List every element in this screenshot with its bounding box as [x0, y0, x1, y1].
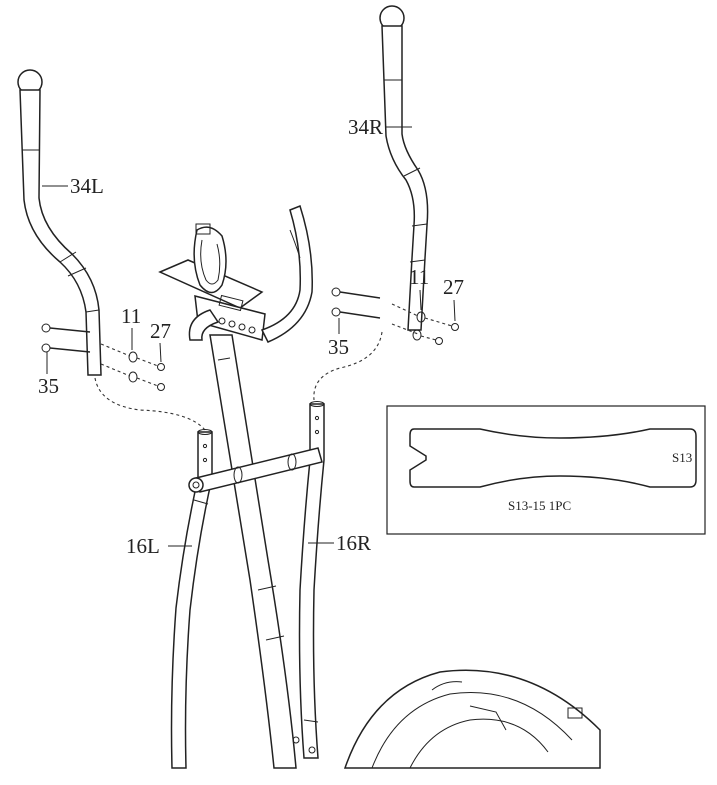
base-housing [343, 669, 601, 769]
callout-34L: 34L [70, 174, 104, 198]
wrench-caption: S13-15 1PC [508, 498, 571, 513]
right-assembly-path [313, 331, 383, 401]
callout-35-left: 35 [38, 374, 59, 398]
right-handlebar-34R [379, 5, 429, 331]
left-hardware [41, 323, 165, 391]
callout-11-right: 11 [409, 265, 429, 289]
right-hardware [331, 287, 459, 345]
callout-27-right: 27 [443, 275, 464, 299]
callout-11-left: 11 [121, 304, 141, 328]
callout-35-right: 35 [328, 335, 349, 359]
left-assembly-path [94, 377, 206, 431]
wrench-inset: S13 S13-15 1PC [386, 405, 706, 535]
left-leg-16L [170, 429, 213, 769]
wrench-icon [409, 428, 697, 488]
callout-16R: 16R [336, 531, 371, 555]
console-mast [158, 205, 313, 769]
left-handlebar-34L [17, 69, 102, 376]
right-leg-16R [292, 401, 325, 759]
callout-34R: 34R [348, 115, 383, 139]
cross-bar [188, 447, 323, 493]
callout-27-left: 27 [150, 319, 171, 343]
callout-16L: 16L [126, 534, 160, 558]
wrench-size-label: S13 [672, 450, 692, 465]
